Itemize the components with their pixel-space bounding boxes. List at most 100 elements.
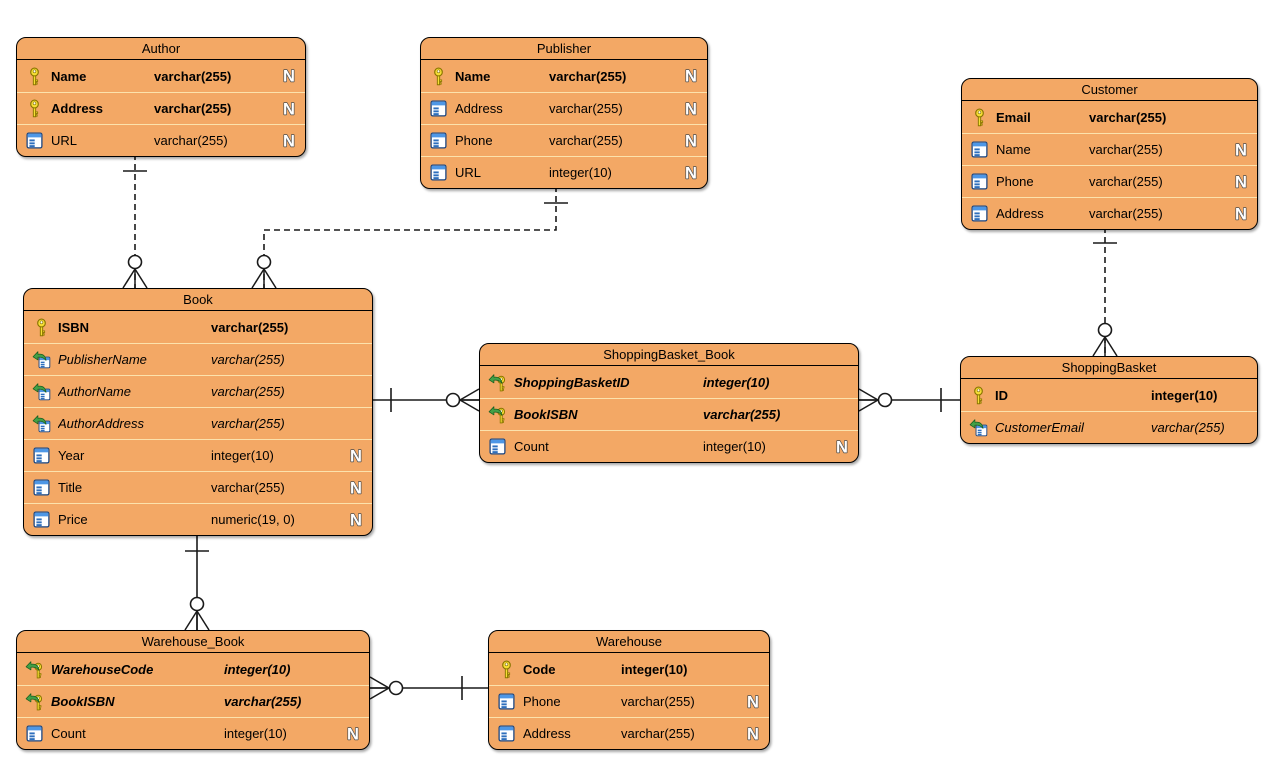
relationship-author-book[interactable] [122, 154, 148, 289]
svg-text:N: N [685, 100, 697, 118]
column-type: varchar(255) [549, 133, 623, 148]
nullable-icon: N [347, 479, 365, 497]
column-type: varchar(255) [224, 694, 302, 709]
foreign-key-icon [32, 414, 51, 433]
column-icon [970, 140, 989, 159]
relationship-book-shoppingbasket_book[interactable] [373, 388, 480, 412]
column-type: varchar(255) [211, 384, 285, 399]
nullable-icon: N [682, 67, 700, 85]
column-name: Price [58, 512, 88, 527]
column-icon [25, 131, 44, 150]
nullable-icon: N [1232, 173, 1250, 191]
column-type: varchar(255) [703, 407, 781, 422]
column-name: Phone [455, 133, 493, 148]
column-type: varchar(255) [211, 480, 285, 495]
column-type: integer(10) [549, 165, 612, 180]
relationship-warehouse-warehouse_book[interactable] [369, 676, 488, 700]
column-name: BookISBN [51, 694, 115, 709]
column-type: integer(10) [703, 374, 770, 390]
column-name: Year [58, 448, 85, 463]
column-type: varchar(255) [549, 101, 623, 116]
column-row-bookisbn[interactable]: BookISBN varchar(255) [17, 685, 369, 717]
entity-title: Publisher [421, 38, 707, 60]
relationship-publisher-book[interactable] [251, 186, 568, 289]
relationship-customer-shoppingbasket[interactable] [1092, 227, 1118, 357]
column-name: Phone [996, 174, 1034, 189]
entity-title: Warehouse [489, 631, 769, 653]
column-type: varchar(255) [154, 101, 232, 116]
primary-foreign-key-icon [488, 405, 507, 424]
foreign-key-icon [32, 382, 51, 401]
entity-title: Customer [962, 79, 1257, 101]
column-row-bookisbn[interactable]: BookISBN varchar(255) [480, 398, 858, 430]
column-type: varchar(255) [154, 68, 232, 84]
svg-text:N: N [1235, 141, 1247, 159]
cardinality-zero-or-many-marker [122, 254, 148, 289]
cardinality-zero-or-many-marker [369, 676, 404, 700]
svg-text:N: N [1235, 205, 1247, 223]
entity-title: Warehouse_Book [17, 631, 369, 653]
column-name: Name [996, 142, 1031, 157]
column-name: Address [523, 726, 571, 741]
column-name: ID [995, 387, 1008, 403]
nullable-icon: N [1232, 141, 1250, 159]
foreign-key-icon [969, 418, 988, 437]
cardinality-zero-or-many-marker [184, 596, 210, 631]
column-name: Count [514, 439, 549, 454]
nullable-icon: N [347, 511, 365, 529]
relationship-book-warehouse_book[interactable] [184, 533, 210, 631]
nullable-icon: N [833, 438, 851, 456]
nullable-icon: N [1232, 205, 1250, 223]
column-type: varchar(255) [154, 133, 228, 148]
column-type: varchar(255) [211, 319, 289, 335]
primary-key-icon [25, 66, 44, 86]
column-type: varchar(255) [621, 726, 695, 741]
relationship-shoppingbasket-shoppingbasket_book[interactable] [858, 388, 960, 412]
column-name: BookISBN [514, 407, 578, 422]
entity-title: ShoppingBasket [961, 357, 1257, 379]
column-type: varchar(255) [211, 416, 285, 431]
column-type: varchar(255) [1089, 206, 1163, 221]
column-type: varchar(255) [1089, 109, 1167, 125]
column-type: integer(10) [224, 661, 291, 677]
column-name: Name [51, 68, 87, 84]
cardinality-zero-or-many-marker [1092, 322, 1118, 357]
column-type: varchar(255) [549, 68, 627, 84]
primary-key-icon [429, 66, 448, 86]
